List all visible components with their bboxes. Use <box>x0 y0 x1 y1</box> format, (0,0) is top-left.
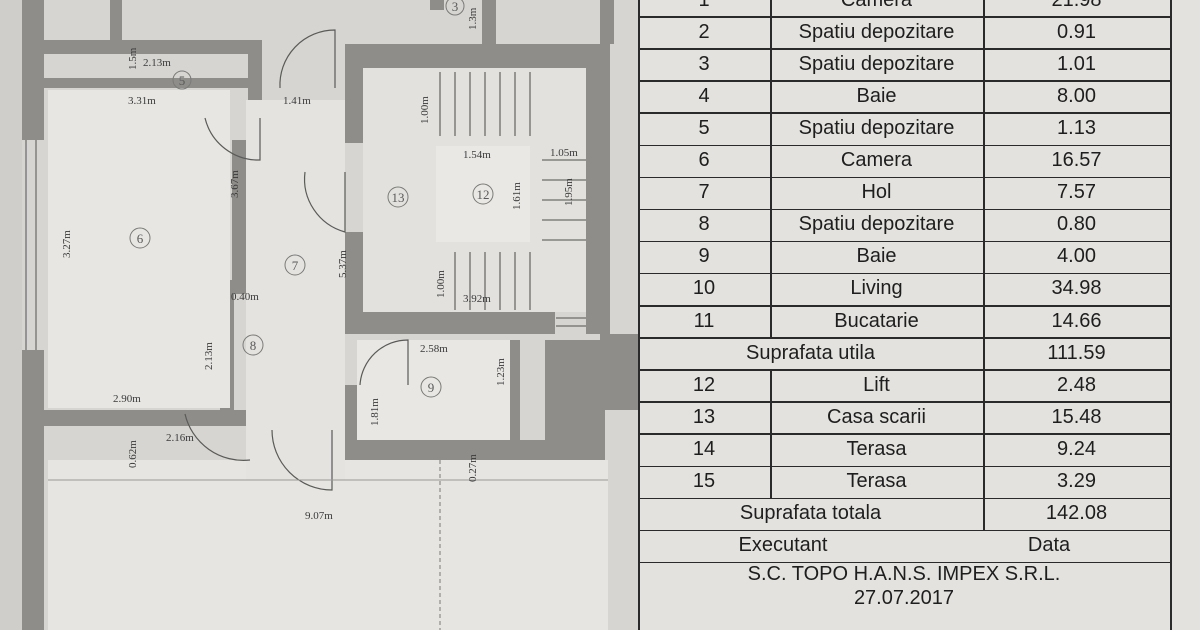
room-name-cell: Bucatarie <box>834 309 919 332</box>
room-area-cell: 7.57 <box>1057 181 1096 204</box>
date-label: Data <box>1027 534 1071 557</box>
dimension-label: 1.5m <box>127 47 139 70</box>
room-number: 13 <box>392 190 405 205</box>
dimension-label: 1.54m <box>463 149 491 161</box>
room-area-cell: 1.01 <box>1057 52 1096 75</box>
dimension-label: 2.58m <box>420 343 448 355</box>
dimension-label: 3.31m <box>128 95 156 107</box>
dimension-label: 3.92m <box>463 293 491 305</box>
room-name-cell: Camera <box>770 0 983 16</box>
dimension-label: 0.62m <box>127 440 139 468</box>
area-table: 1Camera21.982Spatiu depozitare0.913Spati… <box>638 0 1200 630</box>
dimension-label: 0.40m <box>231 291 259 303</box>
room-number: 3 <box>452 0 459 14</box>
common-area-cell: 3.29 <box>1057 470 1096 493</box>
door-swings <box>184 29 409 491</box>
room-number: 12 <box>477 187 490 202</box>
dimension-label: 1.00m <box>435 270 447 298</box>
room-name-cell: Living <box>850 277 903 300</box>
executant-label: Executant <box>738 534 828 557</box>
room-area-cell: 14.66 <box>1051 309 1102 332</box>
room-number-cell: 7 <box>698 181 710 204</box>
dimension-label: 9.07m <box>305 510 333 522</box>
room-number-cell: 1 <box>638 0 770 16</box>
common-area-cell: 2.48 <box>1057 373 1096 396</box>
dimension-label: 1.61m <box>511 182 523 210</box>
dimension-label: 1.00m <box>419 96 431 124</box>
common-name-cell: Casa scarii <box>827 405 926 428</box>
room-number: 9 <box>428 380 435 395</box>
room-number-cell: 5 <box>698 116 710 139</box>
subtotal-label: Suprafata utila <box>746 341 875 364</box>
dimension-label: 5.37m <box>337 250 349 278</box>
common-name-cell: Lift <box>863 373 890 396</box>
room-area-cell: 21.98 <box>983 0 1170 16</box>
room-area-cell: 8.00 <box>1057 84 1096 107</box>
room-area-cell: 0.91 <box>1057 20 1096 43</box>
document-date: 27.07.2017 <box>853 587 955 610</box>
dimension-label: 1.05m <box>550 147 578 159</box>
room-area-cell: 0.80 <box>1057 213 1096 236</box>
room-name-cell: Spatiu depozitare <box>798 20 955 43</box>
common-name-cell: Terasa <box>846 437 907 460</box>
dimension-label: 2.13m <box>203 342 215 370</box>
room-name-cell: Spatiu depozitare <box>798 116 955 139</box>
dimension-label: 1.23m <box>495 358 507 386</box>
room-area-cell: 4.00 <box>1057 245 1096 268</box>
total-value: 142.08 <box>1045 502 1108 525</box>
room-number-cell: 4 <box>698 84 710 107</box>
floor-plan-drawing: 5 6 7 8 9 12 13 3 2.13m 3.31m 1.5m 1.41m… <box>22 0 638 630</box>
common-number-cell: 13 <box>692 405 716 428</box>
room-name-cell: Baie <box>856 84 897 107</box>
company-name: S.C. TOPO H.A.N.S. IMPEX S.R.L. <box>747 563 1061 586</box>
common-name-cell: Terasa <box>846 470 907 493</box>
dimension-label: 3.67m <box>229 170 241 198</box>
room-number-cell: 8 <box>698 213 710 236</box>
dimension-label: 2.13m <box>143 57 171 69</box>
room-area-cell: 34.98 <box>1051 277 1102 300</box>
dimension-label: 1.41m <box>283 95 311 107</box>
dimension-label: 3.27m <box>61 230 73 258</box>
room-number-cell: 11 <box>693 309 715 332</box>
common-area-cell: 15.48 <box>1051 405 1102 428</box>
common-number-cell: 15 <box>692 470 716 493</box>
dimension-label: 2.16m <box>166 432 194 444</box>
room-number-cell: 3 <box>698 52 710 75</box>
dimension-label: 1.81m <box>369 398 381 426</box>
room-number: 7 <box>292 258 299 273</box>
subtotal-value: 111.59 <box>1047 341 1106 364</box>
room-name-cell: Hol <box>861 181 892 204</box>
room-number-cell: 6 <box>698 149 710 172</box>
common-area-cell: 9.24 <box>1057 437 1096 460</box>
room-name-cell: Spatiu depozitare <box>798 213 955 236</box>
room-area-cell: 16.57 <box>1051 149 1102 172</box>
room-number-cell: 9 <box>698 245 710 268</box>
common-number-cell: 14 <box>692 437 716 460</box>
room-number-cell: 2 <box>698 20 710 43</box>
room-number: 5 <box>179 73 186 88</box>
dimension-label: 0.27m <box>467 454 479 482</box>
room-number-cell: 10 <box>692 277 716 300</box>
floor-plan: 5 6 7 8 9 12 13 3 2.13m 3.31m 1.5m 1.41m… <box>0 0 638 630</box>
room-name-cell: Camera <box>840 149 913 172</box>
room-area-cell: 1.13 <box>1057 116 1096 139</box>
room-number: 8 <box>250 338 257 353</box>
common-number-cell: 12 <box>692 373 716 396</box>
stair-lines <box>439 72 586 327</box>
dimension-label: 2.90m <box>113 393 141 405</box>
room-number: 6 <box>137 231 144 246</box>
dimension-label: 1.95m <box>563 178 575 206</box>
dimension-label: 1.3m <box>467 7 479 30</box>
total-label: Suprafata totala <box>739 502 882 525</box>
room-name-cell: Spatiu depozitare <box>798 52 955 75</box>
room-name-cell: Baie <box>856 245 897 268</box>
